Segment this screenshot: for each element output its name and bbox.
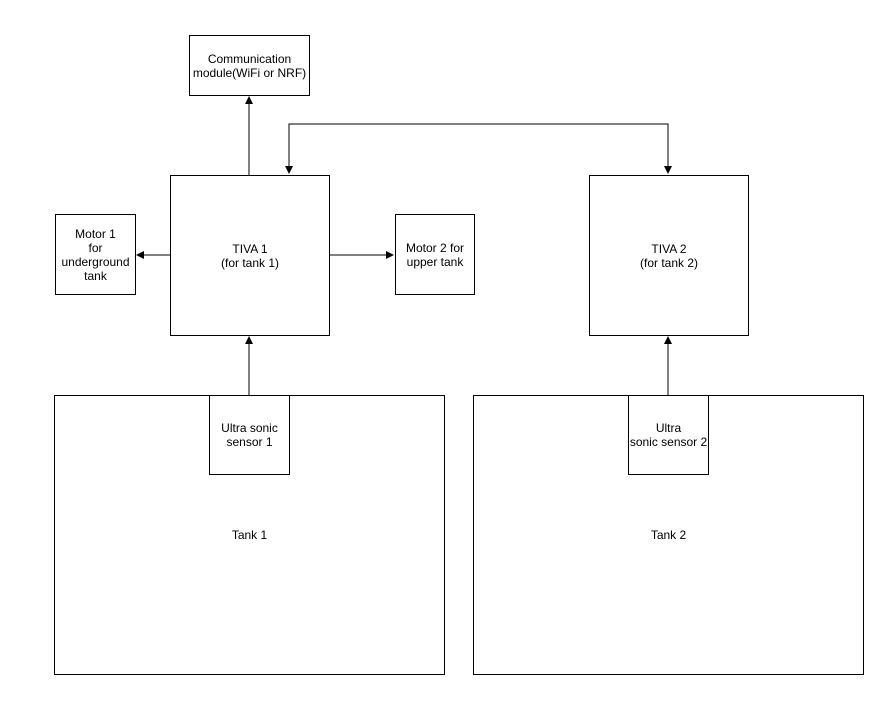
sensor1-box: Ultra sonic sensor 1 bbox=[209, 395, 290, 475]
motor1-label: Motor 1 for underground tank bbox=[61, 226, 130, 283]
tank2-label: Tank 2 bbox=[650, 528, 687, 542]
edge-tiva1-tiva2 bbox=[285, 123, 672, 174]
communication-module-box: Communication module(WiFi or NRF) bbox=[189, 35, 310, 96]
motor2-box: Motor 2 for upper tank bbox=[395, 214, 475, 295]
communication-module-label: Communication module(WiFi or NRF) bbox=[192, 51, 307, 80]
motor2-label: Motor 2 for upper tank bbox=[405, 240, 465, 269]
sensor1-label: Ultra sonic sensor 1 bbox=[221, 421, 278, 449]
sensor2-label: Ultra sonic sensor 2 bbox=[629, 421, 708, 449]
tiva2-box: TIVA 2 (for tank 2) bbox=[589, 175, 749, 336]
sensor2-box: Ultra sonic sensor 2 bbox=[628, 395, 709, 475]
tiva1-box: TIVA 1 (for tank 1) bbox=[170, 175, 330, 336]
tiva1-label: TIVA 1 (for tank 1) bbox=[220, 241, 280, 270]
tank1-label: Tank 1 bbox=[231, 528, 268, 542]
tiva2-label: TIVA 2 (for tank 2) bbox=[639, 241, 699, 270]
motor1-box: Motor 1 for underground tank bbox=[55, 214, 136, 295]
